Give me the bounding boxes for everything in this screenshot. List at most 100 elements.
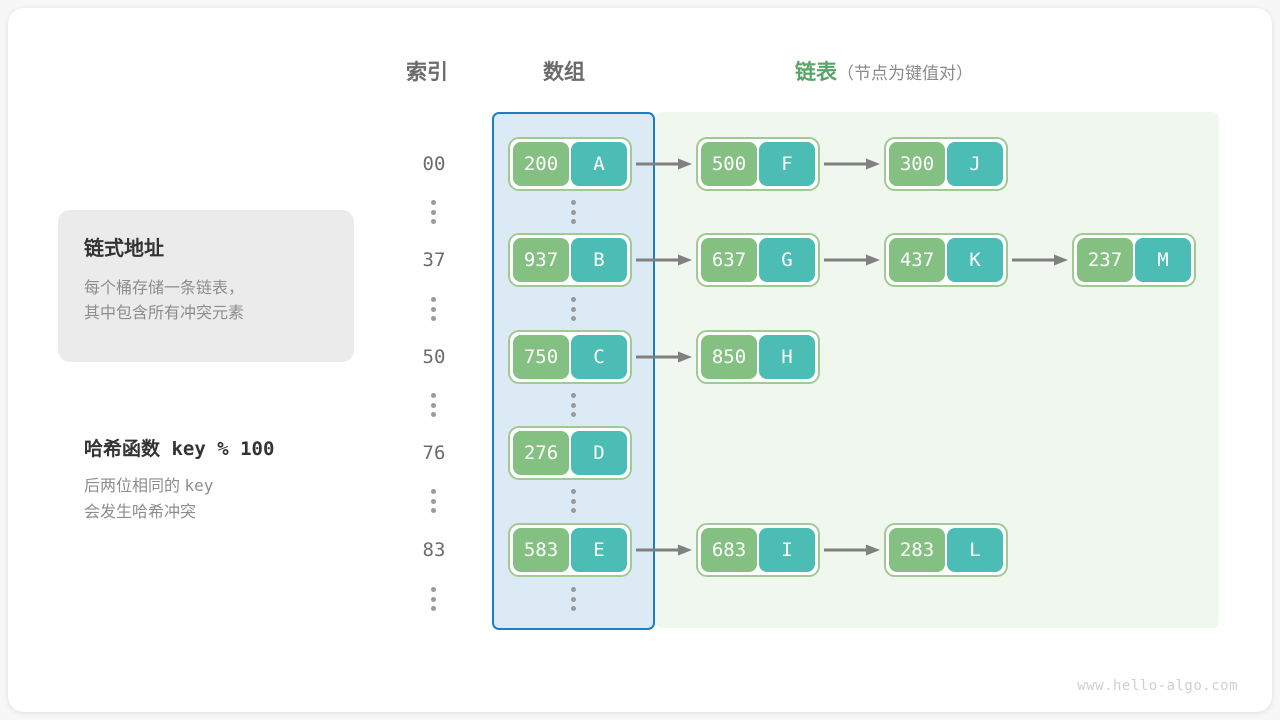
ellipsis-dot [571, 200, 576, 205]
node-value: I [759, 528, 815, 572]
ellipsis-dot [571, 489, 576, 494]
node-value: J [947, 142, 1003, 186]
hash-function-line-1-prefix: 后两位相同的 [84, 478, 185, 495]
node-key: 300 [889, 142, 945, 186]
index-ellipsis [431, 297, 436, 321]
node-key: 237 [1077, 238, 1133, 282]
node-key: 500 [701, 142, 757, 186]
bucket-index-label: 76 [422, 442, 446, 464]
array-ellipsis [571, 393, 576, 417]
hash-function-title: 哈希函数 key % 100 [84, 438, 275, 460]
ellipsis-dot [571, 393, 576, 398]
node-key: 637 [701, 238, 757, 282]
node-value: G [759, 238, 815, 282]
hash-function-note: 哈希函数 key % 100 后两位相同的 key 会发生哈希冲突 [84, 434, 384, 525]
chaining-note-body: 每个桶存储一条链表， 其中包含所有冲突元素 [84, 277, 328, 327]
array-ellipsis [571, 587, 576, 611]
ellipsis-dot [431, 508, 436, 513]
node-value: D [571, 431, 627, 475]
bucket-index-label: 50 [422, 346, 446, 368]
ellipsis-dot [431, 200, 436, 205]
ellipsis-dot [571, 606, 576, 611]
ellipsis-dot [571, 297, 576, 302]
bucket-index-label: 37 [422, 249, 446, 271]
node-key: 683 [701, 528, 757, 572]
ellipsis-dot [571, 498, 576, 504]
node-value: C [571, 335, 627, 379]
bucket-index-label: 00 [422, 153, 446, 175]
array-ellipsis [571, 200, 576, 224]
pointer-arrow-icon [636, 544, 692, 556]
ellipsis-dot [571, 316, 576, 321]
node-value: H [759, 335, 815, 379]
ellipsis-dot [571, 596, 576, 602]
header-index: 索引 [406, 61, 448, 84]
ellipsis-dot [431, 209, 436, 215]
pointer-arrow-icon [636, 158, 692, 170]
ellipsis-dot [571, 219, 576, 224]
pointer-arrow-icon [824, 544, 880, 556]
node-key: 750 [513, 335, 569, 379]
node-key: 276 [513, 431, 569, 475]
ellipsis-dot [431, 393, 436, 398]
ellipsis-dot [571, 402, 576, 408]
array-ellipsis [571, 489, 576, 513]
chaining-note-line-1: 每个桶存储一条链表， [84, 280, 245, 297]
ellipsis-dot [571, 412, 576, 417]
node-value: B [571, 238, 627, 282]
chaining-note-title: 链式地址 [84, 238, 164, 260]
index-ellipsis [431, 489, 436, 513]
header-linked-list-sub: （节点为键值对） [837, 64, 973, 83]
pointer-arrow-icon [824, 254, 880, 266]
chaining-note-line-2: 其中包含所有冲突元素 [84, 304, 245, 322]
ellipsis-dot [431, 606, 436, 611]
index-ellipsis [431, 587, 436, 611]
ellipsis-dot [571, 508, 576, 513]
ellipsis-dot [431, 316, 436, 321]
header-linked-list: 链表（节点为键值对） [795, 56, 973, 86]
node-value: E [571, 528, 627, 572]
pointer-arrow-icon [1012, 254, 1068, 266]
bucket-index-label: 83 [422, 539, 446, 561]
pointer-arrow-icon [824, 158, 880, 170]
hash-function-body: 后两位相同的 key 会发生哈希冲突 [84, 473, 384, 525]
node-value: F [759, 142, 815, 186]
ellipsis-dot [431, 587, 436, 592]
watermark: www.hello-algo.com [1077, 678, 1238, 694]
node-key: 283 [889, 528, 945, 572]
hash-function-line-1: 后两位相同的 key [84, 473, 384, 500]
ellipsis-dot [571, 209, 576, 215]
pointer-arrow-icon [636, 254, 692, 266]
hash-function-line-1-code: key [184, 476, 214, 495]
node-value: A [571, 142, 627, 186]
array-ellipsis [571, 297, 576, 321]
ellipsis-dot [431, 219, 436, 224]
chaining-note-card: 链式地址 每个桶存储一条链表， 其中包含所有冲突元素 [58, 210, 354, 362]
node-value: K [947, 238, 1003, 282]
ellipsis-dot [431, 498, 436, 504]
node-key: 200 [513, 142, 569, 186]
node-value: L [947, 528, 1003, 572]
header-linked-list-main: 链表 [795, 61, 837, 84]
